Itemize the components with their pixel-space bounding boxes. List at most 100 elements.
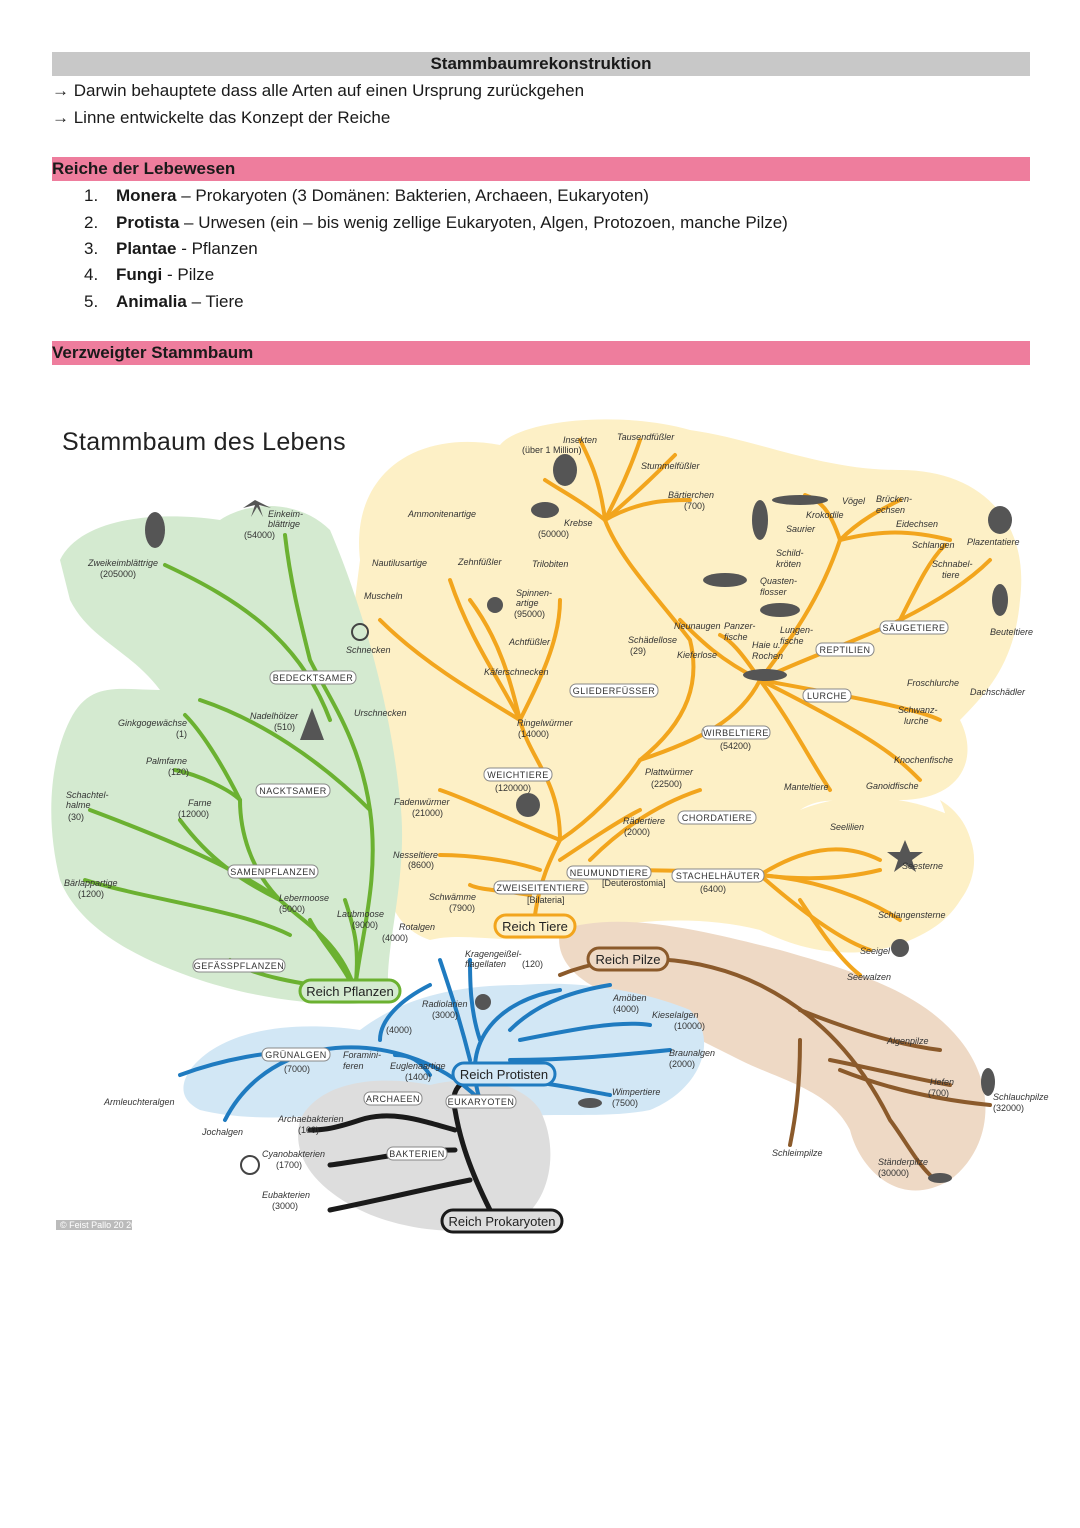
count: (2000) — [669, 1059, 695, 1069]
label: Knochenfische — [894, 755, 953, 765]
count: (1) — [176, 729, 187, 739]
list-item: 2.Protista – Urwesen (ein – bis wenig ze… — [84, 213, 788, 232]
label: Seelilien — [830, 822, 864, 832]
label-reptilien: REPTILIEN — [819, 645, 870, 655]
label: Schild- — [776, 548, 804, 558]
reich-pilze: Reich Pilze — [595, 952, 660, 967]
count: (1200) — [78, 889, 104, 899]
label: Kieselalgen — [652, 1010, 699, 1020]
label: Krokodile — [806, 510, 844, 520]
label: Schlangensterne — [878, 910, 946, 920]
label-bedecktsamer: BEDECKTSAMER — [273, 673, 354, 683]
label: fische — [780, 636, 804, 646]
count: (über 1 Million) — [522, 445, 582, 455]
count: (1700) — [276, 1160, 302, 1170]
label: Zehnfüßler — [457, 557, 503, 567]
label: Ginkgogewächse — [118, 718, 187, 728]
label: Farne — [188, 798, 212, 808]
mushroom-icon — [928, 1173, 952, 1183]
coelacanth-icon — [703, 573, 747, 587]
label: Palmfarne — [146, 756, 187, 766]
crocodile-icon — [772, 495, 828, 505]
label: Plattwürmer — [645, 767, 694, 777]
count: (50000) — [538, 529, 569, 539]
count: (700) — [684, 501, 705, 511]
label: feren — [343, 1061, 364, 1071]
label: Rotalgen — [399, 922, 435, 932]
label: Nesseltiere — [393, 850, 438, 860]
count: (100) — [298, 1125, 319, 1135]
label: Manteltiere — [784, 782, 829, 792]
label: Haie u. — [752, 640, 781, 650]
label: Seeigel — [860, 946, 891, 956]
list-item: 3.Plantae - Pflanzen — [84, 239, 258, 258]
label: Nautilusartige — [372, 558, 427, 568]
count: (4000) — [382, 933, 408, 943]
label: Schwanz- — [898, 705, 938, 715]
organism-labels: Zweikeimblättrige (205000) Einkeim- blät… — [56, 432, 1049, 1230]
count: (95000) — [514, 609, 545, 619]
plants-region — [51, 506, 403, 1004]
label: Plazentatiere — [967, 537, 1020, 547]
label: halme — [66, 800, 91, 810]
count: (3000) — [432, 1010, 458, 1020]
label: Urschnecken — [354, 708, 407, 718]
note: [Deuterostomia] — [602, 878, 666, 888]
count: (8600) — [408, 860, 434, 870]
label: Nadelhölzer — [250, 711, 299, 721]
copyright-badge — [56, 1220, 132, 1230]
dinosaur-icon — [752, 500, 768, 540]
palm-icon — [243, 500, 271, 517]
label: Dachschädler — [970, 687, 1026, 697]
label: Zweikeimblättrige — [87, 558, 158, 568]
label: flagellaten — [465, 959, 506, 969]
label-eukaryoten: EUKARYOTEN — [448, 1097, 515, 1107]
label: Quasten- — [760, 576, 797, 586]
label: Kragengeißel- — [465, 949, 522, 959]
label: Amöben — [612, 993, 647, 1003]
count: (22500) — [651, 779, 682, 789]
label: fische — [724, 632, 748, 642]
label: Vögel — [842, 496, 866, 506]
label-gefaesspflanzen: GEFÄSSPFLANZEN — [194, 961, 285, 971]
label: Hefen — [930, 1077, 954, 1087]
label-weichtiere: WEICHTIERE — [487, 770, 549, 780]
count: (2000) — [624, 827, 650, 837]
conifer-icon — [300, 708, 324, 740]
label: artige — [516, 598, 539, 608]
count: (4000) — [386, 1025, 412, 1035]
label: Seewalzen — [847, 972, 891, 982]
plant-branches — [83, 533, 375, 992]
animals-region-right — [780, 797, 975, 939]
radiolarian-icon — [475, 994, 491, 1010]
spider-icon — [487, 597, 503, 613]
label: Rädertiere — [623, 816, 665, 826]
section-heading-reiche: Reiche der Lebewesen — [52, 159, 236, 178]
label: Schleimpilze — [772, 1148, 823, 1158]
label: Panzer- — [724, 621, 755, 631]
label: Schädellose — [628, 635, 677, 645]
monkey-icon — [988, 506, 1012, 534]
section-bar-stammbaum — [52, 341, 1030, 365]
label-archaeen: ARCHAEEN — [366, 1094, 420, 1104]
label: Beuteltiere — [990, 627, 1033, 637]
count: (21000) — [412, 808, 443, 818]
label: lurche — [904, 716, 929, 726]
label-samenpflanzen: SAMENPFLANZEN — [230, 867, 316, 877]
snail-icon — [351, 623, 369, 641]
label: Rochen — [752, 651, 783, 661]
count: (7500) — [612, 1098, 638, 1108]
crab-icon — [531, 502, 559, 518]
label: Algenpilze — [886, 1036, 929, 1046]
label: Ringelwürmer — [517, 718, 574, 728]
label: Wimpertiere — [612, 1087, 660, 1097]
label: Braunalgen — [669, 1048, 715, 1058]
count: (30) — [68, 812, 84, 822]
section-bar-reiche — [52, 157, 1030, 181]
label: Laubmoose — [337, 909, 384, 919]
label-chordatiere: CHORDATIERE — [682, 813, 752, 823]
insect-icon — [553, 454, 577, 486]
label: Fadenwürmer — [394, 797, 451, 807]
copyright-text: © Feist Pallo 20 2017 — [60, 1220, 146, 1230]
